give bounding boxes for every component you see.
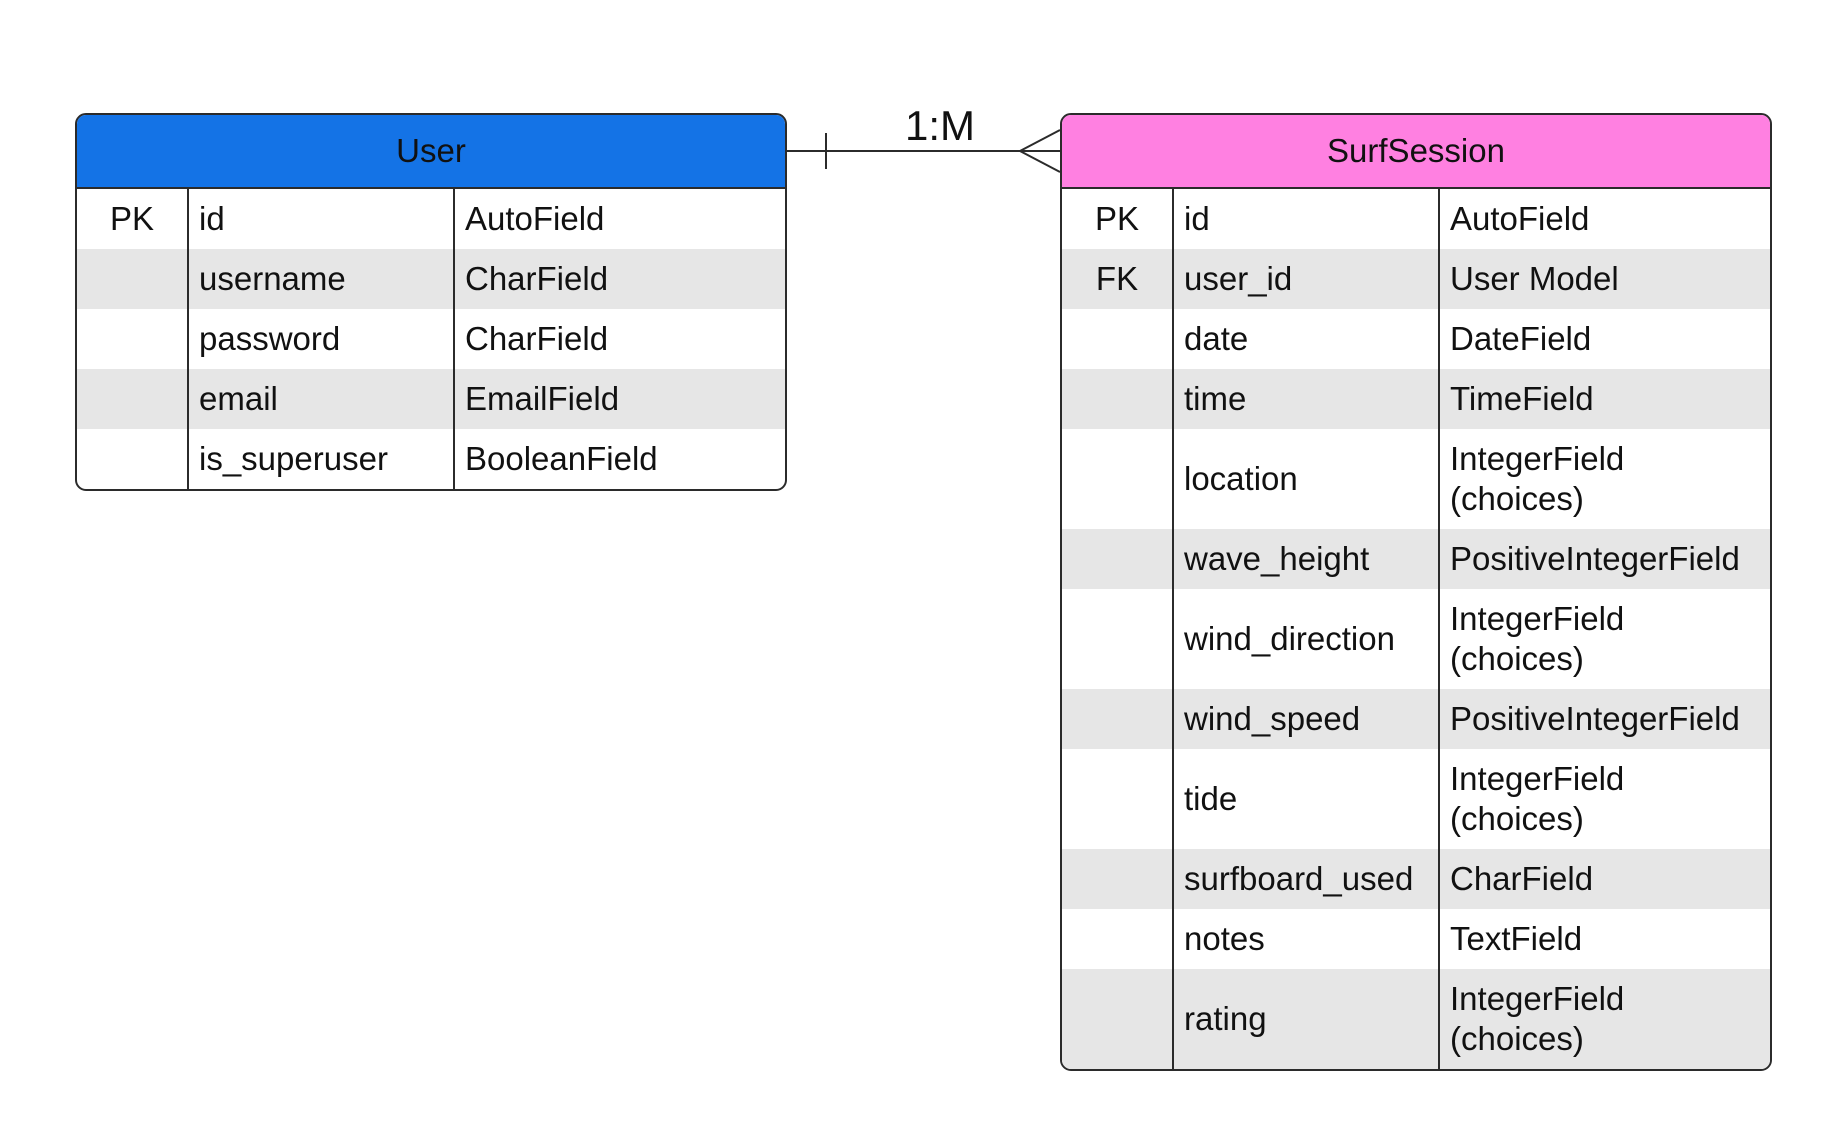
field-row: date DateField (1062, 309, 1770, 369)
field-type: AutoField (465, 200, 605, 237)
field-type: PositiveIntegerField (1450, 540, 1740, 577)
field-name: location (1174, 429, 1440, 529)
field-name: wave_height (1174, 529, 1440, 589)
field-key (1062, 529, 1174, 589)
field-type: CharField (465, 260, 609, 297)
field-row: time TimeField (1062, 369, 1770, 429)
field-row: notes TextField (1062, 909, 1770, 969)
field-key (77, 369, 189, 429)
relationship-label: 1:M (905, 102, 976, 149)
field-type: AutoField (1450, 200, 1590, 237)
field-name: rating (1174, 969, 1440, 1069)
entity-surfsession-header: SurfSession (1062, 115, 1770, 189)
field-row: password CharField (77, 309, 785, 369)
field-type: CharField (1450, 860, 1594, 897)
field-name: id (189, 189, 455, 249)
field-name: password (189, 309, 455, 369)
field-name: id (1174, 189, 1440, 249)
many-crowfoot-lower (1019, 150, 1061, 173)
field-type: BooleanField (465, 440, 658, 477)
field-type: IntegerField (choices) (1450, 440, 1625, 517)
field-key (1062, 689, 1174, 749)
field-name: email (189, 369, 455, 429)
field-type: TimeField (1450, 380, 1594, 417)
field-type: TextField (1450, 920, 1583, 957)
field-type: User Model (1450, 260, 1619, 297)
field-name: tide (1174, 749, 1440, 849)
field-key (77, 309, 189, 369)
field-type: DateField (1450, 320, 1592, 357)
field-row: wind_speed PositiveIntegerField (1062, 689, 1770, 749)
field-name: is_superuser (189, 429, 455, 489)
field-key (1062, 589, 1174, 689)
field-type: EmailField (465, 380, 620, 417)
entity-user-header: User (77, 115, 785, 189)
field-row: wave_height PositiveIntegerField (1062, 529, 1770, 589)
field-key (77, 249, 189, 309)
field-name: wind_direction (1174, 589, 1440, 689)
field-key (1062, 369, 1174, 429)
field-type: IntegerField (choices) (1450, 600, 1625, 677)
field-key: PK (77, 189, 189, 249)
field-type: IntegerField (choices) (1450, 760, 1625, 837)
field-name: notes (1174, 909, 1440, 969)
field-key (1062, 969, 1174, 1069)
field-key (1062, 909, 1174, 969)
field-row: surfboard_used CharField (1062, 849, 1770, 909)
field-row: username CharField (77, 249, 785, 309)
field-name: username (189, 249, 455, 309)
field-key (1062, 749, 1174, 849)
field-name: time (1174, 369, 1440, 429)
field-name: user_id (1174, 249, 1440, 309)
field-name: surfboard_used (1174, 849, 1440, 909)
field-key (77, 429, 189, 489)
field-key (1062, 849, 1174, 909)
many-crowfoot-upper (1019, 129, 1061, 152)
field-key (1062, 429, 1174, 529)
field-key: FK (1062, 249, 1174, 309)
field-type: PositiveIntegerField (1450, 700, 1740, 737)
field-row: email EmailField (77, 369, 785, 429)
field-name: date (1174, 309, 1440, 369)
field-name: wind_speed (1174, 689, 1440, 749)
field-type: CharField (465, 320, 609, 357)
field-type: IntegerField (choices) (1450, 980, 1625, 1057)
field-key: PK (1062, 189, 1174, 249)
field-row: is_superuser BooleanField (77, 429, 785, 489)
field-key (1062, 309, 1174, 369)
